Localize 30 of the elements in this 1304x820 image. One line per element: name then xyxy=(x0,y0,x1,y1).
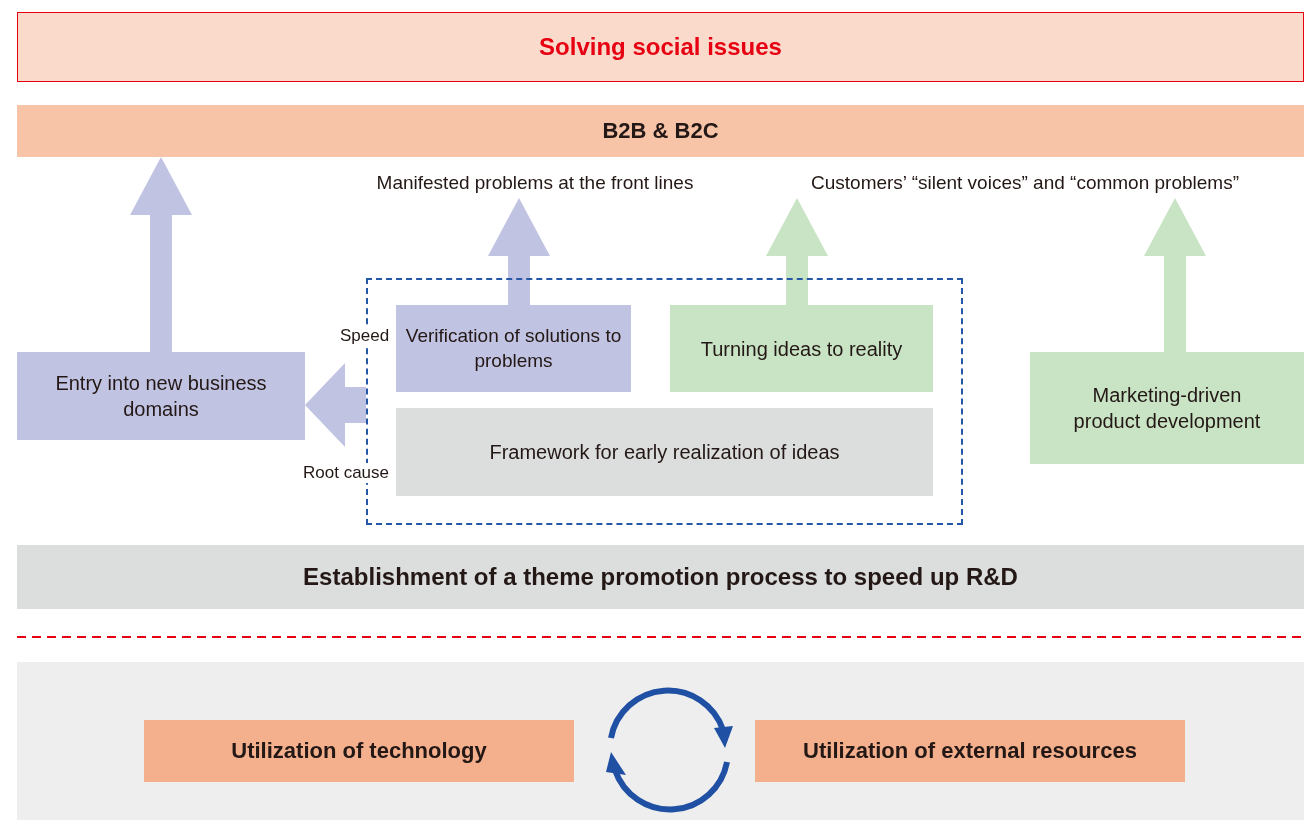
side-label: Speed xyxy=(338,326,392,346)
box-label: Framework for early realization of ideas xyxy=(489,440,840,465)
box-label: Utilization of external resources xyxy=(803,736,1137,765)
box-label: B2B & B2C xyxy=(602,116,719,145)
box-label: Establishment of a theme promotion process to speed up R&D xyxy=(303,562,1018,593)
process-box xyxy=(144,720,574,782)
process-box xyxy=(755,720,1185,782)
box-label: Verification of solutions to problems xyxy=(404,323,623,373)
process-box xyxy=(396,408,933,496)
side-label: Root cause xyxy=(301,463,391,483)
process-box xyxy=(396,305,631,392)
box-label: Solving social issues xyxy=(539,32,782,63)
box-label: Entry into new business domains xyxy=(54,371,268,422)
panel xyxy=(17,662,1304,820)
block-arrow xyxy=(130,157,192,352)
process-box xyxy=(1030,352,1304,464)
banner xyxy=(17,545,1304,609)
banner xyxy=(17,12,1304,82)
block-arrow xyxy=(488,198,550,305)
process-box xyxy=(17,352,305,440)
box-label: Turning ideas to reality xyxy=(700,336,903,362)
block-arrow xyxy=(1144,198,1206,352)
block-arrow xyxy=(305,363,366,447)
banner xyxy=(17,105,1304,157)
box-label: Utilization of technology xyxy=(231,736,487,765)
block-arrow xyxy=(766,198,828,305)
annotation-text: Manifested problems at the front lines xyxy=(350,168,720,198)
annotation-text: Customers’ “silent voices” and “common problems” xyxy=(755,168,1295,198)
box-label: Marketing-driven product development xyxy=(1072,383,1262,434)
process-box xyxy=(670,305,933,392)
